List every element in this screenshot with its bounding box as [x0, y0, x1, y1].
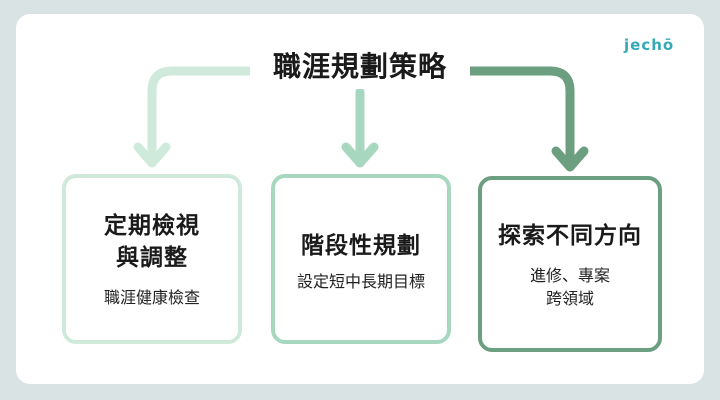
box-title-line: 與調整: [116, 245, 188, 271]
box-subtitle: 進修、專案 跨領域: [482, 264, 658, 310]
box-subtitle: 職涯健康檢查: [66, 286, 238, 309]
box-title-line: 探索不同方向: [498, 223, 642, 249]
strategy-box-review: 定期檢視 與調整 職涯健康檢查: [62, 174, 242, 344]
box-subtitle-line: 職涯健康檢查: [103, 288, 200, 307]
box-title: 階段性規劃: [275, 230, 447, 262]
box-subtitle-line: 設定短中長期目標: [296, 272, 425, 291]
arrow-left: [133, 66, 260, 168]
arrow-middle: [341, 87, 379, 168]
box-subtitle: 設定短中長期目標: [275, 270, 447, 293]
brand-logo: jechō: [624, 36, 675, 54]
strategy-box-explore: 探索不同方向 進修、專案 跨領域: [478, 176, 662, 352]
strategy-box-planning: 階段性規劃 設定短中長期目標: [271, 174, 451, 344]
diagram-title: 職涯規劃策略: [250, 45, 470, 89]
box-title: 探索不同方向: [482, 220, 658, 252]
box-subtitle-line: 跨領域: [545, 289, 594, 308]
box-title-line: 定期檢視: [104, 213, 200, 239]
box-subtitle-line: 進修、專案: [529, 266, 610, 285]
box-title-line: 階段性規劃: [301, 233, 421, 259]
arrow-right: [463, 66, 589, 172]
box-title: 定期檢視 與調整: [66, 210, 238, 274]
